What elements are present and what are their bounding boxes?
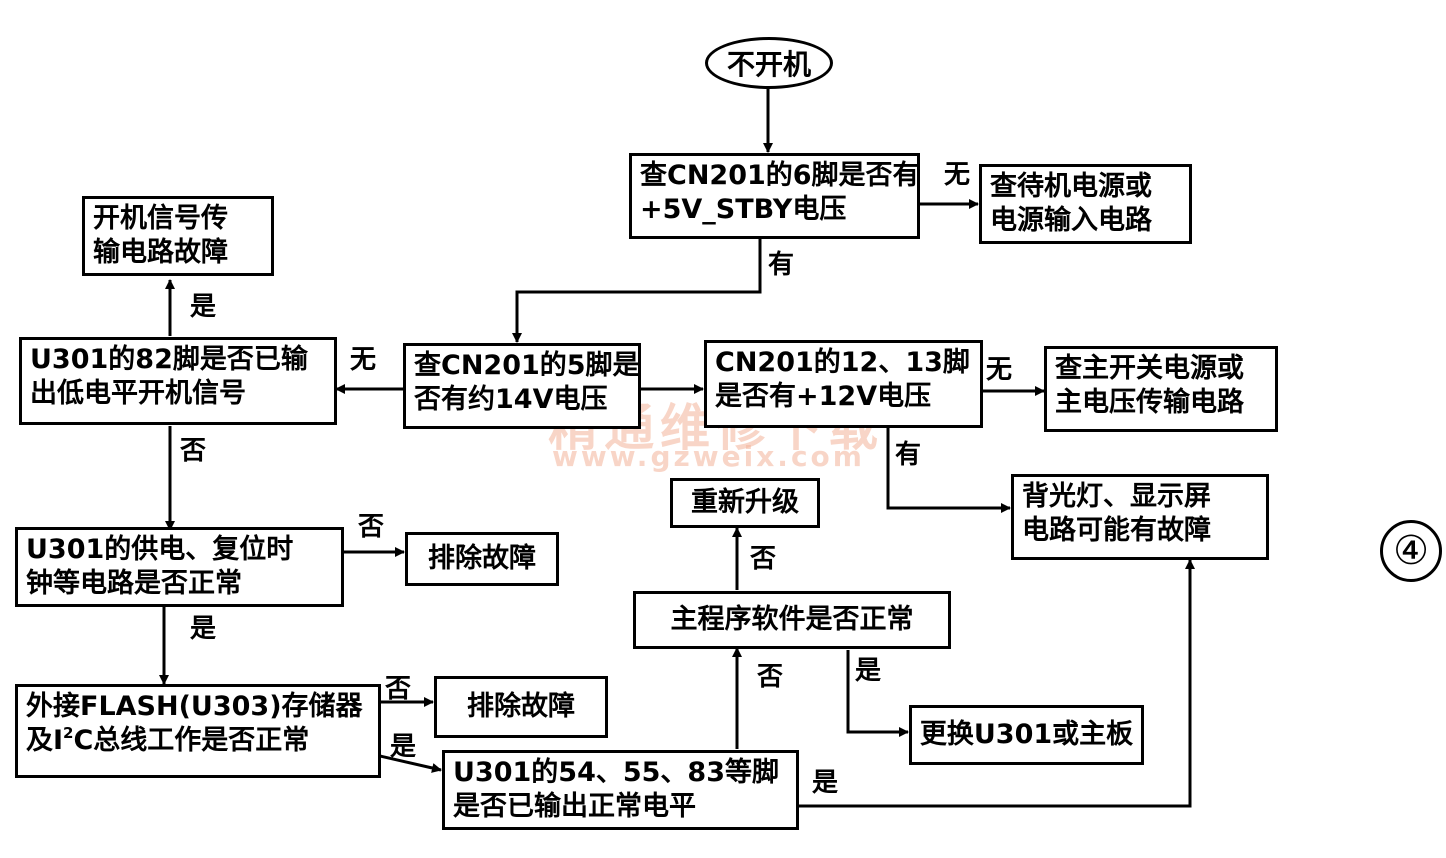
u301-pin82-line2: 出低电平开机信号 <box>30 378 246 409</box>
fix-fault-2-label: 排除故障 <box>467 691 575 722</box>
edge-pins-backlight <box>798 559 1195 808</box>
flash-check-line2: 及I2C总线工作是否正常 <box>26 724 370 758</box>
label-yes-pin6: 有 <box>768 250 795 280</box>
reupgrade-label: 重新升级 <box>691 487 799 518</box>
flash-check-box: 外接FLASH(U303)存储器 及I2C总线工作是否正常 <box>15 684 381 778</box>
fix-fault-1-box: 排除故障 <box>405 532 559 586</box>
u301-pins-box: U301的54、55、83等脚 是否已输出正常电平 <box>442 750 799 830</box>
start-node: 不开机 <box>705 37 833 89</box>
edge-pin6-pin5 <box>512 238 762 343</box>
label-yes-flash: 是 <box>390 732 417 762</box>
poweron-signal-fault-line2: 输电路故障 <box>93 237 228 268</box>
u301-pin82-line1: U301的82脚是否已输 <box>30 344 308 375</box>
u301-supply-line2: 钟等电路是否正常 <box>26 568 242 599</box>
label-yes-supply: 是 <box>190 614 217 644</box>
label-no-upgrade: 否 <box>750 544 777 574</box>
edge-flash-pins <box>379 754 442 773</box>
replace-u301-box: 更换U301或主板 <box>909 705 1144 765</box>
label-no-supply: 否 <box>358 512 385 542</box>
main-switch-power-line1: 查主开关电源或 <box>1055 353 1244 384</box>
check-pin5-line2: 否有约14V电压 <box>414 384 608 415</box>
main-switch-power-box: 查主开关电源或 主电压传输电路 <box>1044 346 1278 432</box>
standby-power-line1: 查待机电源或 <box>990 171 1152 202</box>
label-yes-12v: 有 <box>895 440 922 470</box>
reupgrade-box: 重新升级 <box>670 478 820 528</box>
figure-number-circle: ④ <box>1380 520 1442 582</box>
u301-pin82-box: U301的82脚是否已输 出低电平开机信号 <box>19 337 337 425</box>
edge-12v-backlight <box>886 428 1011 513</box>
main-software-box: 主程序软件是否正常 <box>633 591 951 649</box>
check-pin6-line2: +5V_STBY电压 <box>640 194 847 225</box>
label-no-standby: 无 <box>944 160 971 190</box>
label-no-flash: 否 <box>385 674 412 704</box>
standby-power-box: 查待机电源或 电源输入电路 <box>979 164 1192 244</box>
label-yes-pin82: 是 <box>190 292 217 322</box>
figure-number: ④ <box>1393 528 1429 574</box>
label-no-pin82: 否 <box>180 436 207 466</box>
check-pin6-box: 查CN201的6脚是否有 +5V_STBY电压 <box>629 153 920 239</box>
check-pin12-13-line1: CN201的12、13脚 <box>715 347 970 378</box>
flash-check-line2-post: C总线工作是否正常 <box>73 725 310 756</box>
label-no-pin5: 无 <box>350 345 377 375</box>
start-label: 不开机 <box>726 48 811 81</box>
fix-fault-1-label: 排除故障 <box>428 543 536 574</box>
poweron-signal-fault-line1: 开机信号传 <box>93 203 228 234</box>
flash-check-line2-sup: 2 <box>63 724 74 742</box>
u301-supply-box: U301的供电、复位时 钟等电路是否正常 <box>15 527 344 607</box>
label-no-software: 否 <box>757 662 784 692</box>
replace-u301-label: 更换U301或主板 <box>919 719 1134 750</box>
u301-pins-line1: U301的54、55、83等脚 <box>453 757 780 788</box>
label-yes-pins: 是 <box>812 768 839 798</box>
flash-check-line2-pre: 及I <box>26 725 64 756</box>
label-yes-software: 是 <box>855 656 882 686</box>
watermark-url: www.gzweix.com <box>552 440 865 473</box>
backlight-fault-box: 背光灯、显示屏 电路可能有故障 <box>1011 474 1269 560</box>
standby-power-line2: 电源输入电路 <box>990 205 1152 236</box>
check-pin12-13-box: CN201的12、13脚 是否有+12V电压 <box>704 340 983 428</box>
backlight-fault-line1: 背光灯、显示屏 <box>1022 481 1211 512</box>
flash-check-line1: 外接FLASH(U303)存储器 <box>26 691 363 722</box>
fix-fault-2-box: 排除故障 <box>434 676 608 738</box>
check-pin12-13-line2: 是否有+12V电压 <box>715 381 932 412</box>
main-software-label: 主程序软件是否正常 <box>670 604 914 635</box>
poweron-signal-fault-box: 开机信号传 输电路故障 <box>82 196 274 276</box>
check-pin6-line1: 查CN201的6脚是否有 <box>640 160 920 191</box>
check-pin5-line1: 查CN201的5脚是 <box>414 350 640 381</box>
edge-software-replace <box>846 650 909 737</box>
u301-pins-line2: 是否已输出正常电平 <box>453 791 696 822</box>
check-pin5-box: 查CN201的5脚是 否有约14V电压 <box>403 343 641 429</box>
label-no-12v: 无 <box>986 355 1013 385</box>
backlight-fault-line2: 电路可能有故障 <box>1022 515 1211 546</box>
u301-supply-line1: U301的供电、复位时 <box>26 534 294 565</box>
main-switch-power-line2: 主电压传输电路 <box>1055 387 1244 418</box>
